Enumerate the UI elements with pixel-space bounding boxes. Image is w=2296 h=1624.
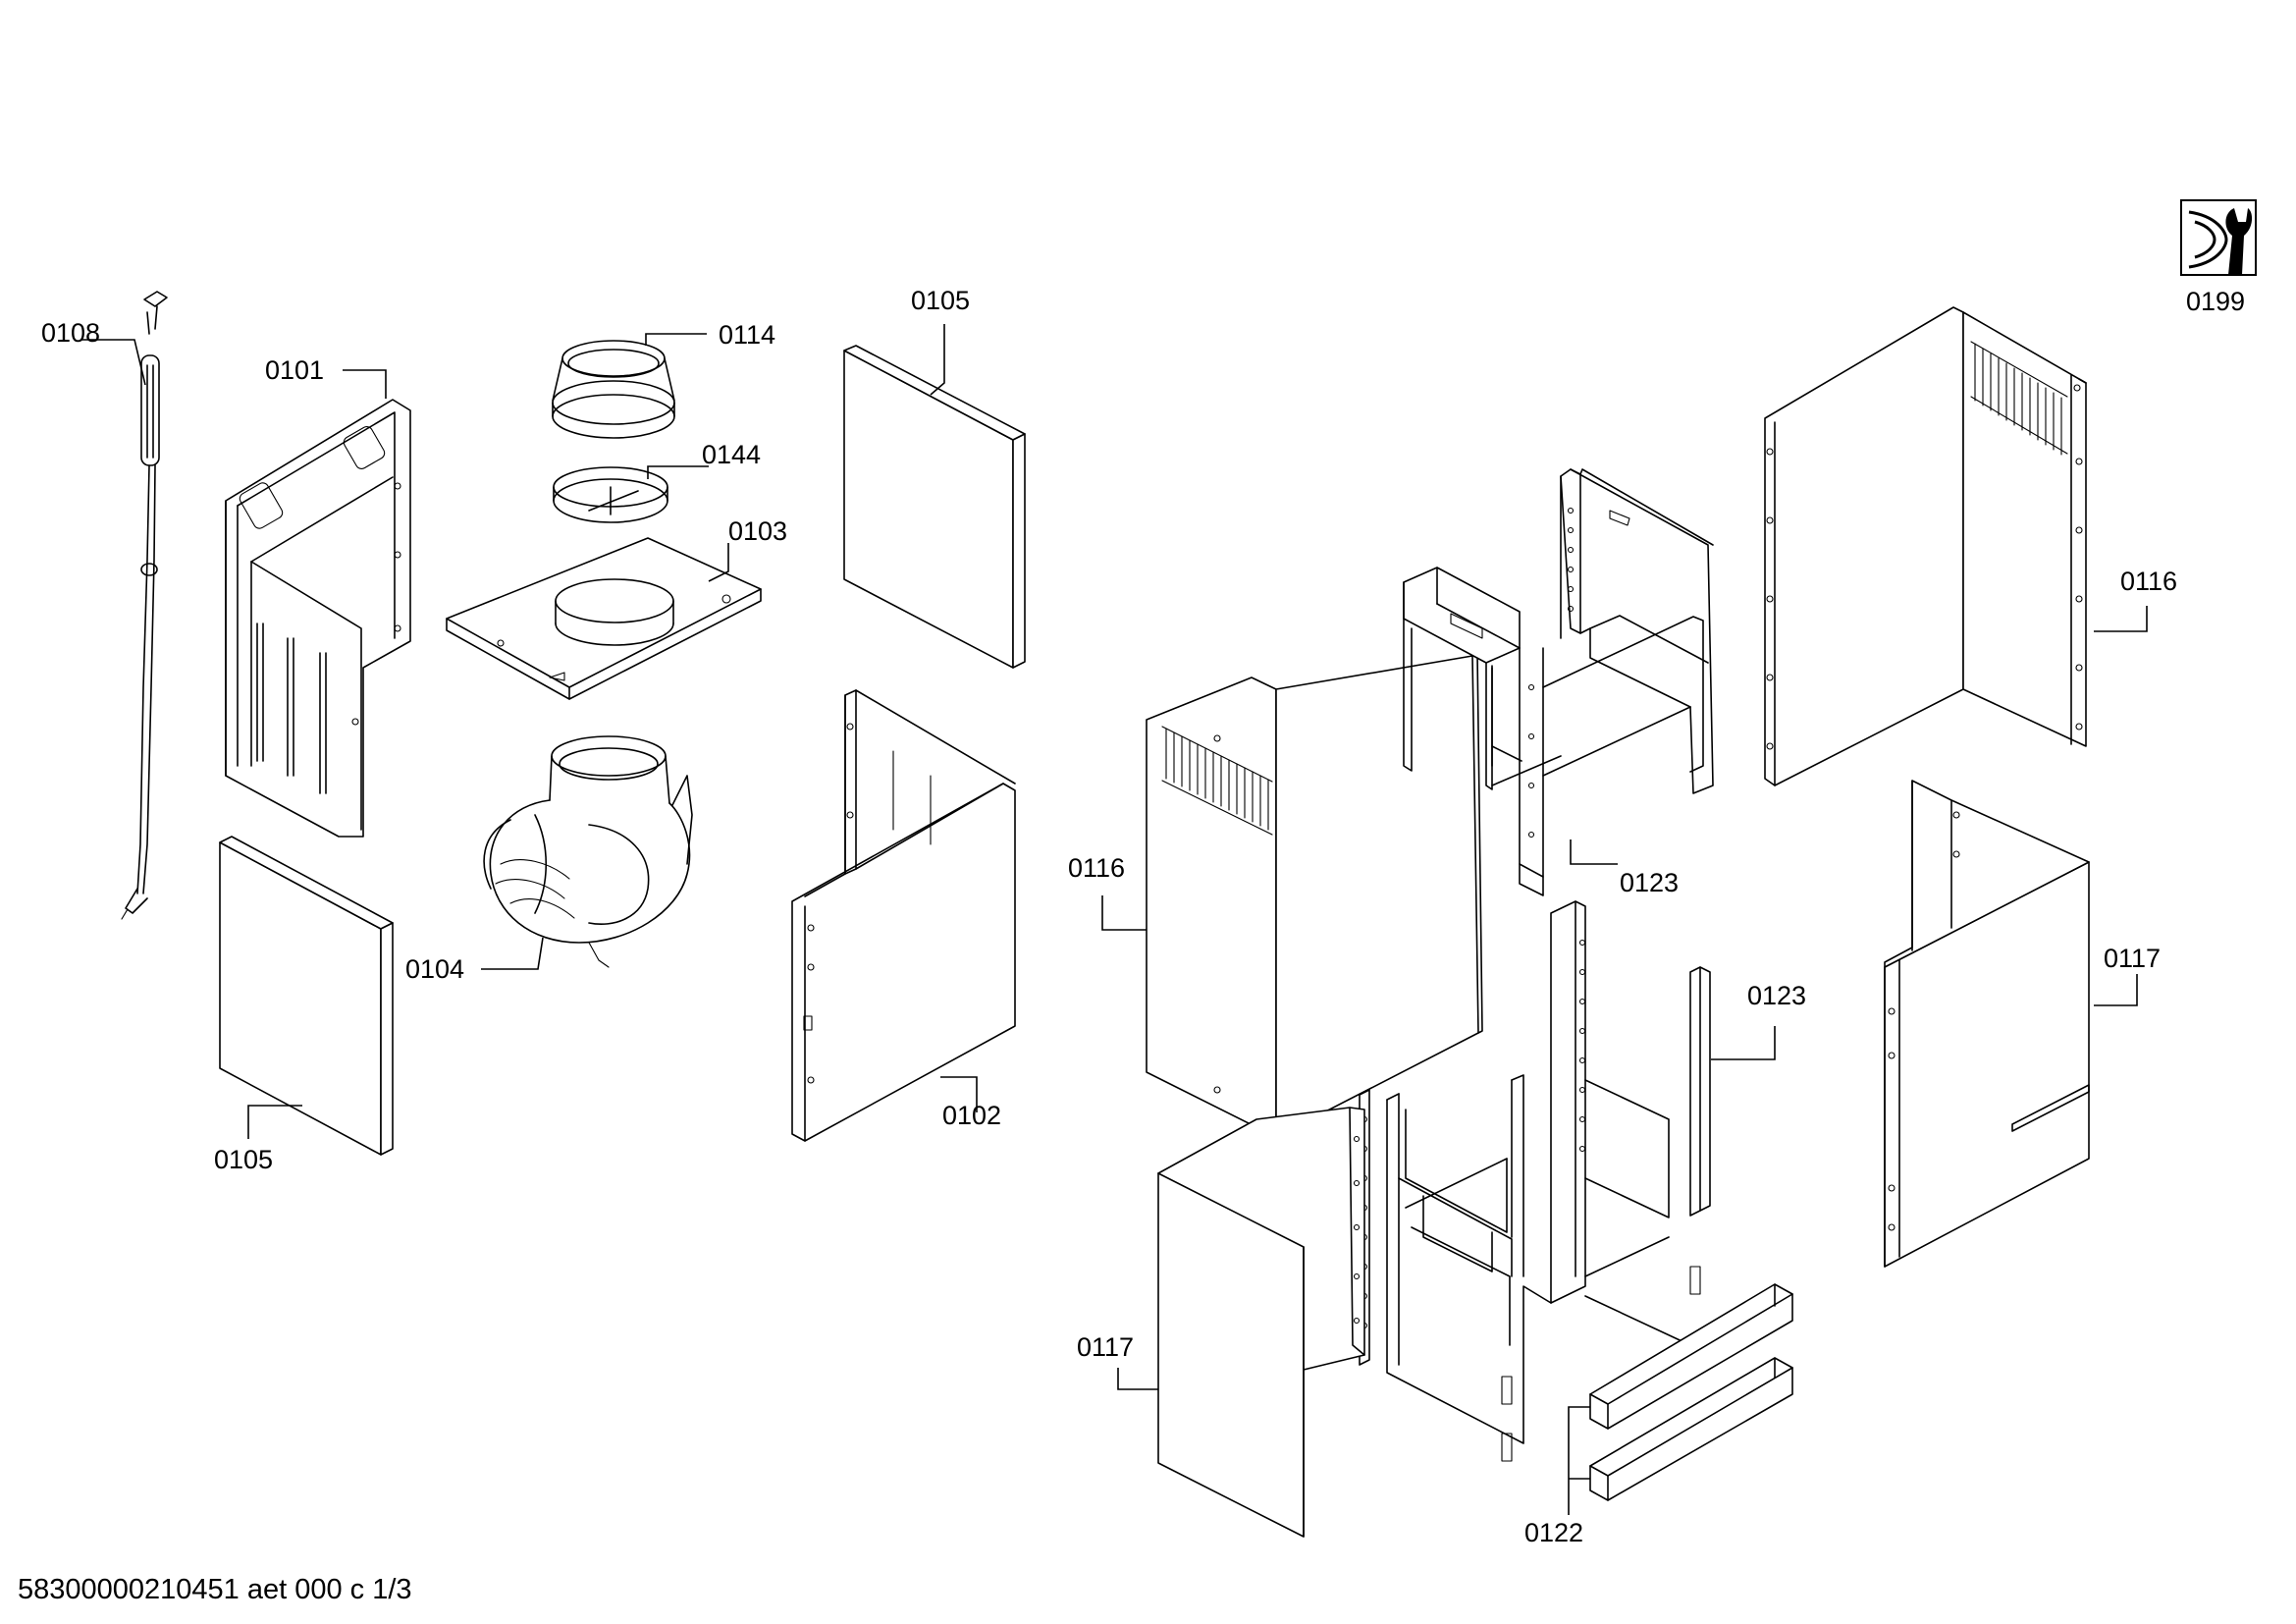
base-trim-0122-part [1589, 1283, 1793, 1501]
callout-0199: 0199 [2186, 287, 2245, 316]
mounting-plate-part [446, 537, 762, 700]
chimney-0116-front-part [1146, 652, 1483, 1138]
callout-0116-right: 0116 [2120, 567, 2177, 596]
wrench-service-icon [2180, 199, 2257, 276]
fan-motor-part [483, 735, 693, 968]
callout-0102: 0102 [942, 1101, 1001, 1130]
callout-0103: 0103 [728, 516, 787, 546]
callout-0108: 0108 [41, 318, 100, 348]
housing-frame-part [225, 399, 411, 838]
callout-0114: 0114 [719, 320, 775, 350]
callout-0144: 0144 [702, 440, 761, 469]
callout-0117-right: 0117 [2104, 944, 2161, 973]
panel-0105-bottom-part [219, 836, 394, 1156]
chimney-0116-rear-part [1764, 306, 2087, 786]
callout-0123-top: 0123 [1620, 868, 1679, 897]
power-cable-part [121, 291, 168, 920]
callout-0122: 0122 [1524, 1518, 1583, 1547]
panel-0117-left-part [1157, 1107, 1365, 1538]
panel-0105-top-part [843, 345, 1026, 669]
check-valve-part [553, 466, 668, 523]
document-code: 58300000210451 aet 000 c 1/3 [18, 1574, 412, 1605]
callout-0104: 0104 [405, 954, 464, 984]
side-frame-part [791, 689, 1016, 1142]
callout-0117-left: 0117 [1077, 1332, 1134, 1362]
callout-0116-mid: 0116 [1068, 853, 1125, 883]
callout-0123-mid: 0123 [1747, 981, 1806, 1010]
callout-0105-top: 0105 [911, 286, 970, 315]
callout-0105-bottom: 0105 [214, 1145, 273, 1174]
vent-slots [1970, 341, 2068, 456]
vent-slots [1161, 726, 1273, 836]
panel-0117-right-part [1884, 780, 2090, 1268]
callout-0101: 0101 [265, 355, 324, 385]
frame-bracket-0123-top-part [1403, 468, 1714, 896]
outlet-collar-part [552, 340, 675, 439]
